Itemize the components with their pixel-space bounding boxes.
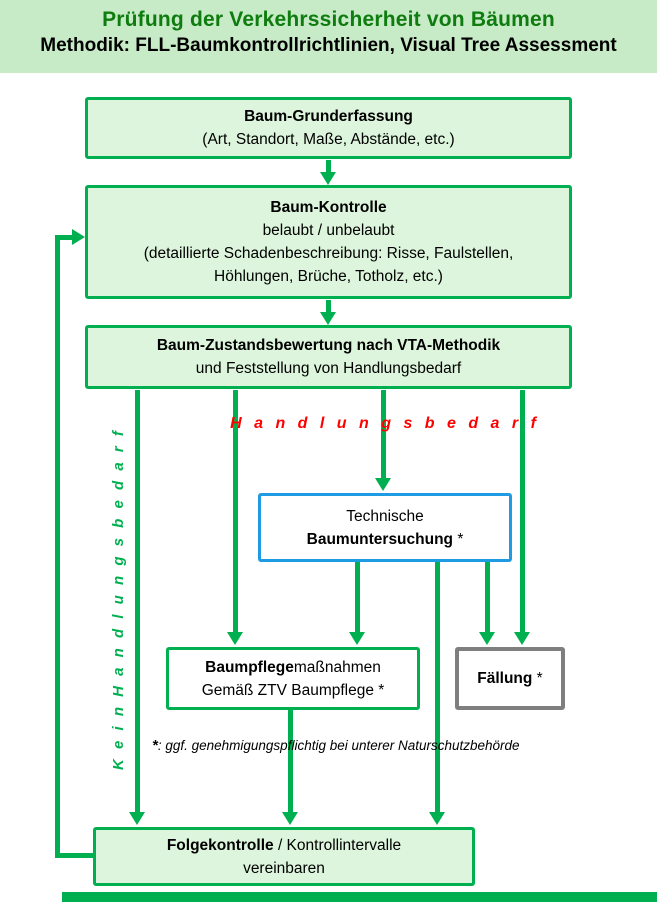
footnote-star: * <box>152 737 158 754</box>
box-baum-zustandsbewertung: Baum-Zustandsbewertung nach VTA-Methodik… <box>85 325 572 389</box>
box-baum-kontrolle: Baum-Kontrolle belaubt / unbelaubt (deta… <box>85 185 572 299</box>
baum-kontrolle-line3: (detaillierte Schadenbeschreibung: Risse… <box>143 245 514 262</box>
footnote: *: ggf. genehmigungspflichtig bei untere… <box>152 737 520 754</box>
feedback-loop-top-line <box>55 235 73 240</box>
baumpflege-line2: Gemäß ZTV Baumpflege * <box>201 681 385 699</box>
arrow-technische-to-faellung-head <box>479 632 495 645</box>
technische-line1: Technische <box>346 507 424 525</box>
arrow-technische-to-baumpflege-line <box>355 562 360 632</box>
arrow-zustand-to-faellung-head <box>514 632 530 645</box>
feedback-loop-vertical-line <box>55 235 60 858</box>
feedback-loop-bottom-line <box>55 853 95 858</box>
arrow-zustand-to-baumpflege-line <box>233 390 238 632</box>
arrow-zustand-to-faellung-line <box>520 390 525 632</box>
faellung-label-bold: Fällung <box>477 670 533 687</box>
arrow-technische-to-faellung-line <box>485 562 490 632</box>
arrow-technische-to-folgekontrolle-head <box>429 812 445 825</box>
faellung-label-suffix: * <box>532 670 543 687</box>
kein-handlungsbedarf-label: K e i n H a n d l u n g s b e d a r f <box>110 428 127 770</box>
arrow-zustand-to-technische-line <box>381 390 386 478</box>
folgekontrolle-line1-rest: / Kontrollintervalle <box>273 836 402 854</box>
footnote-text: : ggf. genehmigungspflichtig bei unterer… <box>157 738 520 753</box>
page-title: Prüfung der Verkehrssicherheit von Bäume… <box>102 8 555 31</box>
baumpflege-line1-rest: maßnahmen <box>293 658 381 676</box>
feedback-loop-head <box>72 229 85 245</box>
zustandsbewertung-line2: und Feststellung von Handlungsbedarf <box>195 360 462 377</box>
technische-line2-suffix: * <box>453 530 464 548</box>
arrow-technische-to-folgekontrolle-line <box>435 562 440 812</box>
baum-grunderfassung-detail: (Art, Standort, Maße, Abstände, etc.) <box>202 131 455 148</box>
arrow-kein-handlungsbedarf-to-folgekontrolle-head <box>129 812 145 825</box>
technische-line2: Baumuntersuchung * <box>307 528 464 551</box>
box-technische-baumuntersuchung: Technische Baumuntersuchung * <box>258 493 512 562</box>
arrow-zustand-to-technische-head <box>375 478 391 491</box>
arrow-baumpflege-to-folgekontrolle-head <box>282 812 298 825</box>
technische-line2-bold: Baumuntersuchung <box>306 530 454 548</box>
baumpflege-line1-bold: Baumpflege <box>205 658 294 676</box>
baum-kontrolle-title: Baum-Kontrolle <box>270 199 387 216</box>
footer-bar <box>62 892 657 902</box>
baumpflege-line1: Baumpflegemaßnahmen <box>205 656 381 679</box>
arrow-kontrolle-to-zustandsbewertung-line <box>326 300 331 313</box>
arrow-technische-to-baumpflege-head <box>349 632 365 645</box>
arrow-grunderfassung-to-kontrolle-head <box>320 172 336 185</box>
arrow-grunderfassung-to-kontrolle-line <box>326 160 331 173</box>
box-folgekontrolle: Folgekontrolle / Kontrollintervalle vere… <box>93 827 475 886</box>
baum-grunderfassung-title: Baum-Grunderfassung <box>244 108 413 125</box>
box-baum-grunderfassung: Baum-Grunderfassung (Art, Standort, Maße… <box>85 97 572 159</box>
box-faellung: Fällung * <box>455 647 565 710</box>
folgekontrolle-line1-bold: Folgekontrolle <box>166 836 274 854</box>
zustandsbewertung-title: Baum-Zustandsbewertung nach VTA-Methodik <box>156 337 501 354</box>
folgekontrolle-line2: vereinbaren <box>243 859 325 877</box>
baum-kontrolle-line2: belaubt / unbelaubt <box>262 222 395 239</box>
page-subtitle: Methodik: FLL-Baumkontrollrichtlinien, V… <box>40 35 617 56</box>
faellung-label: Fällung * <box>477 667 542 690</box>
baum-kontrolle-line4: Höhlungen, Brüche, Totholz, etc.) <box>214 268 443 285</box>
arrow-zustand-to-baumpflege-head <box>227 632 243 645</box>
arrow-kein-handlungsbedarf-to-folgekontrolle-line <box>135 390 140 812</box>
handlungsbedarf-label: H a n d l u n g s b e d a r f <box>230 415 540 432</box>
box-baumpflegemassnahmen: Baumpflegemaßnahmen Gemäß ZTV Baumpflege… <box>166 647 420 710</box>
header: Prüfung der Verkehrssicherheit von Bäume… <box>0 0 657 73</box>
arrow-baumpflege-to-folgekontrolle-line <box>288 710 293 812</box>
folgekontrolle-line1: Folgekontrolle / Kontrollintervalle <box>167 834 401 857</box>
arrow-kontrolle-to-zustandsbewertung-head <box>320 312 336 325</box>
